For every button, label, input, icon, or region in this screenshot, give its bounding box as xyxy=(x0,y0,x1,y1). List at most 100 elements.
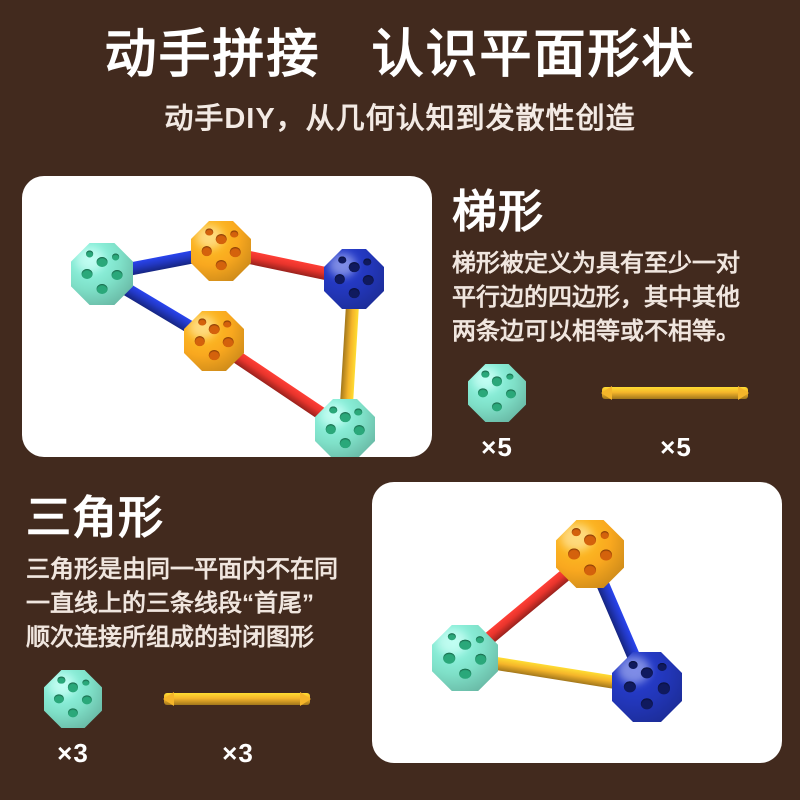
section-text-trapezoid: 梯形 梯形被定义为具有至少一对 平行边的四边形，其中其他 两条边可以相等或不相等… xyxy=(452,186,782,349)
ball-hole xyxy=(447,633,456,641)
ball-connector-teal xyxy=(432,625,498,691)
ball-hole xyxy=(230,230,238,238)
ball-hole xyxy=(57,677,66,684)
ball-hole xyxy=(67,682,79,693)
ball-hole xyxy=(334,274,345,284)
ball-hole xyxy=(81,269,93,279)
rod-quantity-label: ×3 xyxy=(222,738,254,768)
rod-stick-icon-shape xyxy=(601,386,749,400)
ball-connector-orange xyxy=(556,520,624,588)
ball-connector-orange xyxy=(184,311,244,371)
rod-end-cap xyxy=(163,692,174,706)
part-rod-triangle: ×3 xyxy=(158,668,318,769)
ball-connector-blue xyxy=(324,249,384,309)
ball-hole xyxy=(478,388,489,398)
page-title-part1: 动手拼接 xyxy=(104,26,321,84)
section-body-line: 三角形是由同一平面内不在同 xyxy=(26,555,338,583)
ball-hole xyxy=(348,262,360,272)
ball-hole xyxy=(348,288,360,299)
ball-hole xyxy=(481,371,490,378)
section-text-triangle: 三角形 三角形是由同一平面内不在同 一直线上的三条线段“首尾” 顺次连接所组成的… xyxy=(26,492,366,655)
page-subtitle: 动手DIY，从几何认知到发散性创造 xyxy=(164,103,636,136)
ball-hole xyxy=(354,425,365,436)
part-ball-trapezoid: ×5 xyxy=(466,362,528,463)
ball-connector-icon-shape xyxy=(468,364,526,422)
ball-hole xyxy=(459,668,471,680)
ball-hole xyxy=(491,376,503,387)
part-ball-triangle: ×3 xyxy=(42,668,104,769)
ball-hole xyxy=(81,695,92,705)
ball-hole xyxy=(67,708,79,718)
parts-legend-triangle: ×3 ×3 xyxy=(42,668,318,769)
section-body-line: 平行边的四边形，其中其他 xyxy=(452,283,740,311)
ball-hole xyxy=(628,660,638,669)
ball-hole xyxy=(640,698,654,710)
ball-hole xyxy=(658,663,667,672)
ball-hole xyxy=(96,256,108,267)
ball-hole xyxy=(205,228,213,236)
rod-end-cap xyxy=(601,386,612,400)
ball-connector-teal xyxy=(71,243,133,305)
ball-hole xyxy=(111,270,123,281)
ball-quantity-label: ×5 xyxy=(481,432,513,462)
ball-hole xyxy=(640,667,654,679)
section-body-line: 梯形被定义为具有至少一对 xyxy=(452,249,740,277)
ball-hole xyxy=(198,318,206,326)
section-body-trapezoid: 梯形被定义为具有至少一对 平行边的四边形，其中其他 两条边可以相等或不相等。 xyxy=(452,247,782,349)
ball-hole xyxy=(325,424,336,434)
ball-hole xyxy=(624,681,637,693)
ball-hole xyxy=(215,260,227,271)
page-title: 动手拼接 认识平面形状 xyxy=(0,26,800,84)
triangle-model-illustration xyxy=(372,482,782,763)
ball-highlight xyxy=(48,673,76,697)
ball-hole xyxy=(194,336,205,346)
rod-stick-icon-shape xyxy=(163,692,311,706)
ball-hole xyxy=(505,389,516,399)
ball-quantity-label: ×3 xyxy=(57,738,89,768)
ball-hole xyxy=(201,246,212,256)
page-title-part2: 认识平面形状 xyxy=(371,26,696,84)
ball-hole xyxy=(572,528,581,537)
ball-hole xyxy=(475,654,487,665)
ball-hole xyxy=(230,247,241,258)
parts-legend-trapezoid: ×5 ×5 xyxy=(466,362,756,463)
ball-hole xyxy=(54,694,65,704)
section-body-line: 一直线上的三条线段“首尾” xyxy=(26,589,314,617)
trapezoid-model-illustration xyxy=(22,176,432,457)
ball-hole xyxy=(584,534,596,546)
rod-stick-icon xyxy=(158,668,318,730)
ball-hole xyxy=(600,549,613,561)
ball-hole xyxy=(363,275,374,286)
section-body-line: 顺次连接所组成的封闭图形 xyxy=(26,623,314,651)
ball-hole xyxy=(584,564,596,576)
ball-hole xyxy=(215,234,227,244)
part-rod-trapezoid: ×5 xyxy=(596,362,756,463)
product-photo-card-triangle xyxy=(372,482,782,763)
section-heading-triangle: 三角形 xyxy=(26,492,165,543)
ball-connector-blue xyxy=(612,652,682,722)
ball-hole xyxy=(338,256,346,264)
section-heading-trapezoid: 梯形 xyxy=(452,186,545,237)
section-body-line: 两条边可以相等或不相等。 xyxy=(452,317,740,345)
ball-connector-orange xyxy=(191,221,251,281)
ball-hole xyxy=(657,682,670,695)
ball-hole xyxy=(223,337,234,348)
ball-hole xyxy=(567,548,580,560)
rod-quantity-label: ×5 xyxy=(660,432,692,462)
rod-end-cap xyxy=(300,692,311,706)
ball-hole xyxy=(85,250,94,258)
ball-hole xyxy=(208,350,220,361)
ball-hole xyxy=(354,408,362,416)
ball-hole xyxy=(329,406,337,414)
ball-hole xyxy=(111,253,120,261)
ball-hole xyxy=(475,635,484,644)
ball-hole xyxy=(600,531,610,539)
ball-hole xyxy=(82,679,90,687)
ball-connector-icon xyxy=(42,668,104,730)
section-body-triangle: 三角形是由同一平面内不在同 一直线上的三条线段“首尾” 顺次连接所组成的封闭图形 xyxy=(26,553,366,655)
ball-connector-teal xyxy=(315,399,375,457)
rod-stick-icon xyxy=(596,362,756,424)
ball-hole xyxy=(459,639,471,651)
ball-hole xyxy=(491,402,503,412)
